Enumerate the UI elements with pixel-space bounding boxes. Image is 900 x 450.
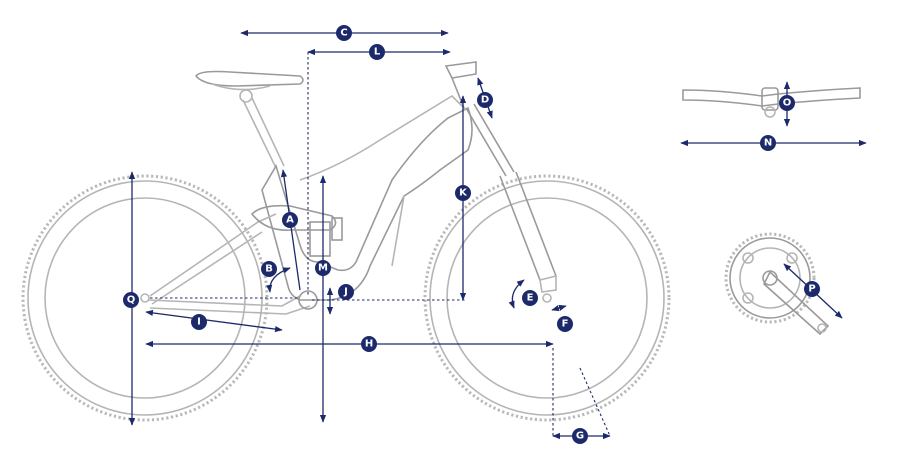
dimension-f-line: [551, 304, 567, 312]
dimension-e-arc: [508, 279, 525, 309]
badge-c: C: [336, 25, 352, 41]
svg-text:E: E: [527, 293, 534, 304]
svg-text:M: M: [318, 263, 328, 274]
badge-o: O: [779, 95, 795, 111]
svg-text:K: K: [459, 188, 468, 199]
badge-d: D: [477, 92, 493, 108]
svg-text:L: L: [374, 47, 381, 58]
svg-text:D: D: [481, 95, 489, 106]
badge-n: N: [760, 135, 776, 151]
svg-text:N: N: [764, 138, 772, 149]
saddle: [195, 70, 304, 103]
badge-e: E: [522, 290, 538, 306]
front-wheel: [423, 174, 671, 422]
badge-h: H: [361, 336, 377, 352]
dimension-a-line: [280, 169, 301, 291]
badges: C L D K A M B J Q I H E F G O N P: [123, 25, 820, 444]
svg-text:A: A: [286, 215, 294, 226]
handlebar-detail: [682, 87, 861, 118]
svg-text:G: G: [576, 431, 584, 442]
badge-k: K: [455, 185, 471, 201]
svg-text:C: C: [340, 28, 347, 39]
badge-i: I: [191, 314, 207, 330]
badge-g: G: [572, 428, 588, 444]
badge-l: L: [369, 44, 385, 60]
svg-text:B: B: [265, 264, 273, 275]
svg-text:F: F: [562, 319, 569, 330]
svg-text:P: P: [808, 284, 815, 295]
dimension-i-line: [145, 309, 283, 333]
badge-a: A: [282, 212, 298, 228]
svg-text:Q: Q: [127, 295, 136, 306]
badge-b: B: [261, 261, 277, 277]
trail-reference-steer-axis: [579, 367, 611, 437]
badge-j: J: [338, 284, 354, 300]
svg-text:O: O: [783, 98, 792, 109]
frame: [147, 94, 473, 315]
badge-m: M: [315, 260, 331, 276]
dimension-lines: [128, 29, 867, 440]
seatpost: [242, 97, 285, 169]
bike-drawing: [21, 61, 861, 422]
svg-text:H: H: [365, 339, 373, 350]
badge-q: Q: [123, 292, 139, 308]
badge-f: F: [557, 316, 573, 332]
svg-text:J: J: [343, 287, 348, 298]
dimension-b-arc: [266, 267, 291, 293]
badge-p: P: [804, 281, 820, 297]
svg-text:I: I: [197, 317, 201, 328]
